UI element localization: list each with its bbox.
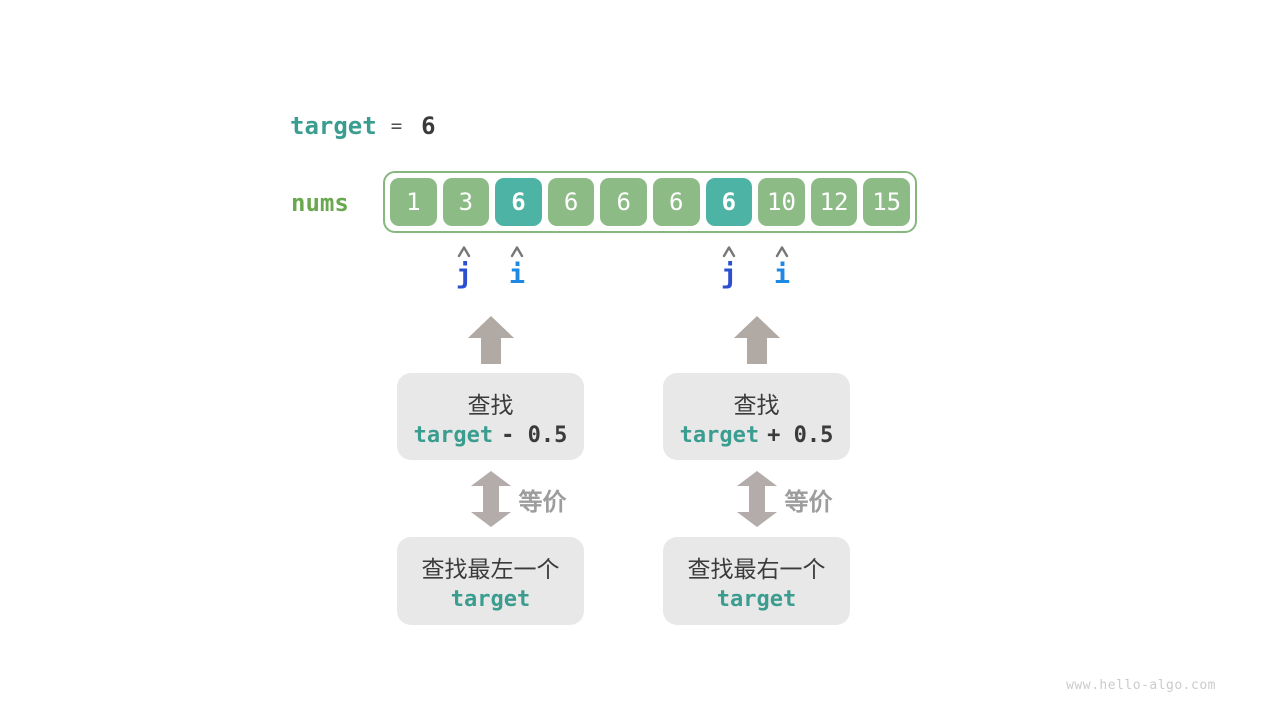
expr-operator: - 0.5 <box>501 422 568 448</box>
equivalence-arrow-icon <box>470 471 511 527</box>
array-cell-6: 6 <box>705 178 753 226</box>
array-cell-8: 12 <box>810 178 858 226</box>
up-arrow-icon <box>467 316 514 364</box>
array-cell-3: 6 <box>547 178 595 226</box>
target-assignment: target = 6 <box>290 112 436 140</box>
result-expression: target <box>451 587 530 612</box>
result-box-left: 查找最左一个 target <box>397 537 584 625</box>
pointer-i-right: i <box>773 259 791 290</box>
array-cell-7: 10 <box>758 178 805 226</box>
watermark: www.hello-algo.com <box>1066 678 1216 693</box>
search-title: 查找 <box>733 392 780 419</box>
flow-column-right: 查找 target + 0.5 等价 查找最右一个 target <box>663 316 850 625</box>
caret-up-icon <box>509 245 525 258</box>
up-arrow-icon <box>733 316 780 364</box>
pointer-i-left: i <box>508 259 526 290</box>
caret-up-icon <box>774 245 790 258</box>
expr-target: target <box>413 422 494 448</box>
array-cell-9: 15 <box>863 178 910 226</box>
array-cell-2: 6 <box>495 178 542 226</box>
search-expression: target - 0.5 <box>414 423 568 448</box>
result-title: 查找最左一个 <box>421 557 560 583</box>
search-expression-box-right: 查找 target + 0.5 <box>663 373 850 460</box>
target-keyword: target <box>290 112 377 140</box>
array-cell-5: 6 <box>652 178 700 226</box>
pointer-j-left: j <box>455 259 473 290</box>
equals-sign: = <box>390 115 403 137</box>
equivalence-arrow-icon <box>736 471 777 527</box>
search-expression-box-left: 查找 target - 0.5 <box>397 373 584 460</box>
pointer-j-right: j <box>720 259 738 290</box>
result-title: 查找最右一个 <box>687 557 826 583</box>
caret-up-icon <box>721 245 737 258</box>
equivalence-label: 等价 <box>784 488 833 516</box>
expr-target: target <box>450 587 531 612</box>
array-cell-1: 3 <box>442 178 490 226</box>
search-expression: target + 0.5 <box>680 423 834 448</box>
result-box-right: 查找最右一个 target <box>663 537 850 625</box>
nums-label: nums <box>291 189 349 217</box>
expr-target: target <box>679 422 760 448</box>
array-cell-4: 6 <box>600 178 647 226</box>
flow-column-left: 查找 target - 0.5 等价 查找最左一个 target <box>397 316 584 625</box>
expr-operator: + 0.5 <box>767 422 834 448</box>
array-cell-0: 1 <box>390 178 437 226</box>
nums-array: 1 3 6 6 6 6 6 10 12 15 <box>383 171 917 233</box>
result-expression: target <box>717 587 796 612</box>
expr-target: target <box>716 587 797 612</box>
target-value: 6 <box>421 112 436 140</box>
caret-up-icon <box>456 245 472 258</box>
equivalence-label: 等价 <box>518 488 567 516</box>
search-title: 查找 <box>467 392 514 419</box>
